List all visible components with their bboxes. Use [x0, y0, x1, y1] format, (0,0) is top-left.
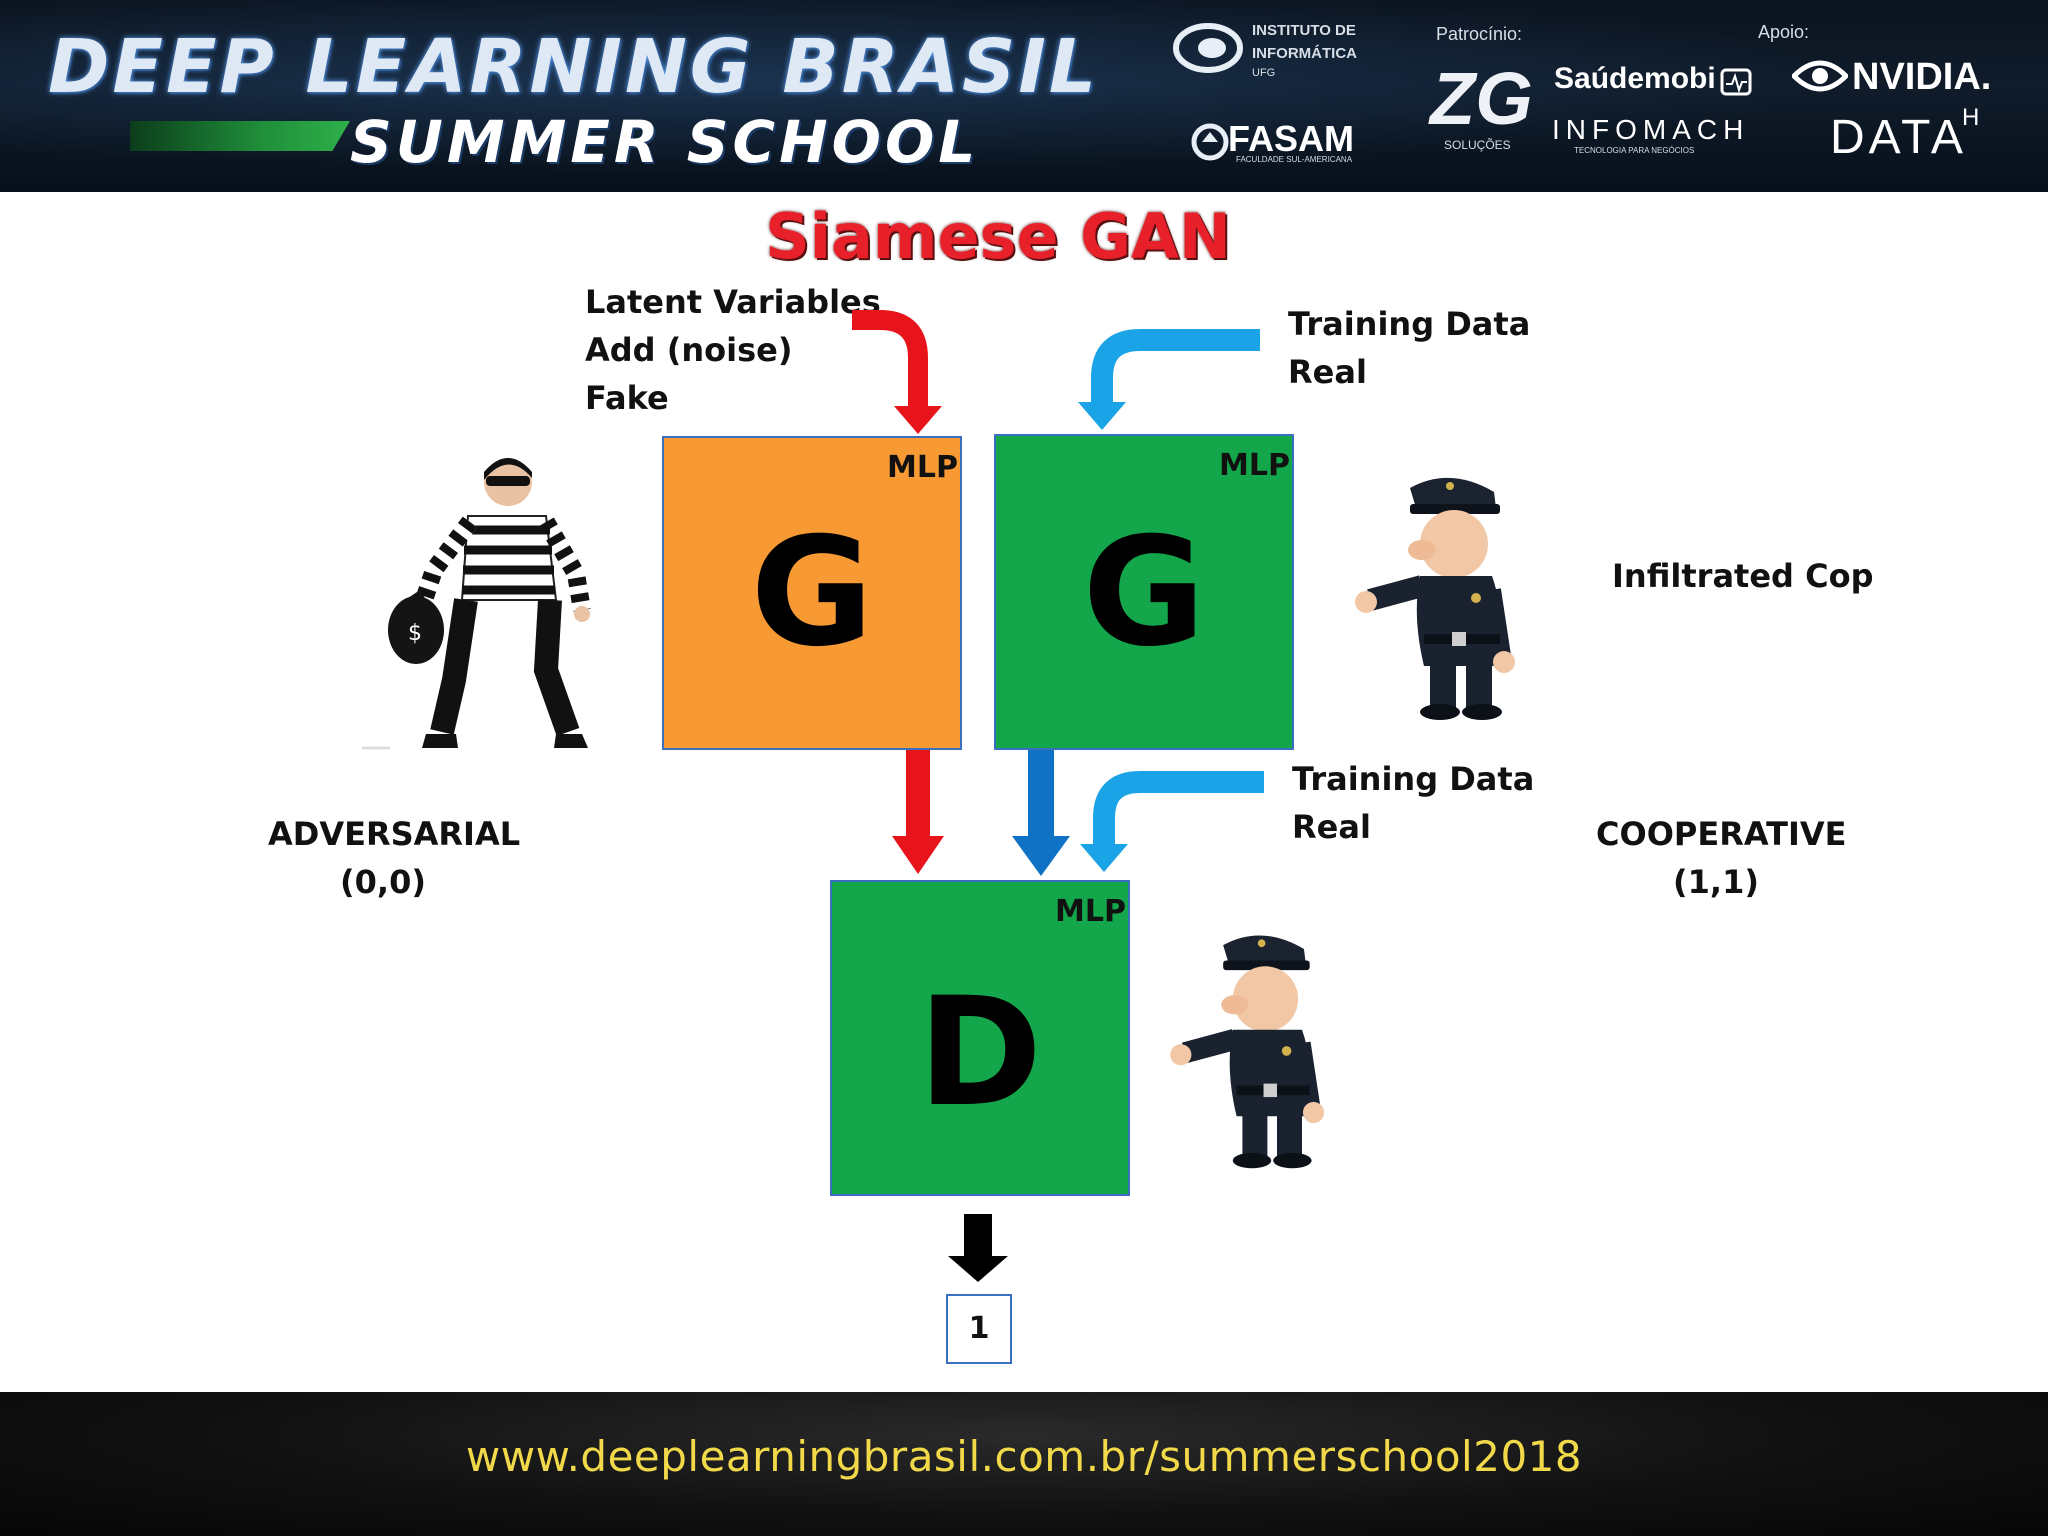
saudemobi-logo: Saúdemobi	[1554, 62, 1716, 95]
institute-line1: INSTITUTO DE	[1252, 22, 1356, 39]
institute-logo-icon	[1173, 23, 1243, 73]
g2-to-d-arrowhead	[1012, 836, 1070, 876]
d-letter: D	[917, 966, 1043, 1140]
datah-superscript: H	[1962, 104, 1980, 131]
g1-letter: G	[750, 506, 874, 680]
brazil-flag-stripe	[130, 121, 350, 151]
cop-illustration-top	[1355, 477, 1515, 720]
saudemobi-icon	[1720, 68, 1752, 96]
g2-mlp-tag: MLP	[1219, 448, 1290, 483]
footer-url: www.deeplearningbrasil.com.br/summerscho…	[465, 1432, 1583, 1481]
d-mlp-tag: MLP	[1055, 894, 1126, 929]
fasam-subtitle: FACULDADE SUL-AMERICANA	[1236, 155, 1353, 164]
zg-subtitle: SOLUÇÕES	[1444, 138, 1511, 152]
latent-line-3: Fake	[585, 379, 669, 417]
training-top-arrow	[1091, 329, 1260, 404]
cooperative-label: COOPERATIVE (1,1)	[1596, 810, 1847, 906]
latent-line-1: Latent Variables	[585, 283, 881, 321]
training-mid-line-2: Real	[1292, 808, 1371, 846]
nvidia-logo: NVIDIA.	[1852, 56, 1992, 98]
sponsor-label: Patrocínio:	[1436, 24, 1523, 44]
adversarial-value: (0,0)	[340, 863, 426, 901]
training-mid-arrow	[1093, 771, 1264, 846]
cop-illustration-bottom	[1170, 935, 1325, 1169]
training-mid-arrowhead	[1080, 844, 1128, 872]
generator-fake-block: MLP G	[662, 436, 962, 750]
thief-illustration: $	[362, 458, 591, 750]
latent-input-arrow	[852, 310, 928, 408]
latent-input-arrowhead	[894, 406, 942, 434]
output-arrow	[964, 1214, 992, 1258]
training-top-line-1: Training Data	[1288, 305, 1531, 343]
datah-logo: DATA	[1830, 111, 1967, 164]
generator-real-block: MLP G	[994, 434, 1294, 750]
header-banner: DEEP LEARNING BRASIL SUMMER SCHOOL INSTI…	[0, 0, 2048, 192]
adversarial-title: ADVERSARIAL	[268, 815, 521, 853]
institute-line3: UFG	[1252, 67, 1276, 79]
infiltrated-cop-label: Infiltrated Cop	[1612, 557, 1874, 595]
training-data-top-label: Training Data Real	[1288, 300, 1530, 396]
institute-line2: INFORMÁTICA	[1252, 45, 1357, 62]
infomach-logo: INFOMACH	[1552, 114, 1750, 145]
zg-logo: ZG	[1430, 57, 1533, 140]
infomach-subtitle: TECNOLOGIA PARA NEGÓCIOS	[1574, 146, 1695, 155]
output-value-box: 1	[946, 1294, 1012, 1364]
latent-line-2: Add (noise)	[585, 331, 793, 369]
g2-to-d-arrow	[1028, 750, 1054, 838]
fasam-logo: FASAM	[1228, 118, 1354, 159]
latent-label: Latent Variables Add (noise) Fake	[585, 278, 881, 422]
cooperative-value: (1,1)	[1673, 863, 1759, 901]
cooperative-title: COOPERATIVE	[1596, 815, 1847, 853]
brand-title: DEEP LEARNING BRASIL	[48, 24, 1100, 110]
support-label: Apoio:	[1758, 22, 1810, 42]
training-mid-line-1: Training Data	[1292, 760, 1535, 798]
nvidia-eye-icon	[1792, 60, 1848, 92]
footer-banner	[0, 1392, 2048, 1536]
brand-subtitle: SUMMER SCHOOL	[350, 108, 980, 176]
g1-to-d-arrowhead	[892, 836, 944, 874]
adversarial-label: ADVERSARIAL (0,0)	[268, 810, 521, 906]
g2-letter: G	[1082, 506, 1206, 680]
fasam-logo-icon	[1191, 123, 1229, 161]
svg-text:$: $	[408, 621, 422, 646]
discriminator-block: MLP D	[830, 880, 1130, 1196]
training-data-mid-label: Training Data Real	[1292, 755, 1534, 851]
training-top-arrowhead	[1078, 402, 1126, 430]
training-top-line-2: Real	[1288, 353, 1367, 391]
slide-title: Siamese GAN	[765, 200, 1231, 273]
g1-to-d-arrow	[906, 750, 930, 838]
output-arrowhead	[948, 1256, 1008, 1282]
g1-mlp-tag: MLP	[887, 450, 958, 485]
